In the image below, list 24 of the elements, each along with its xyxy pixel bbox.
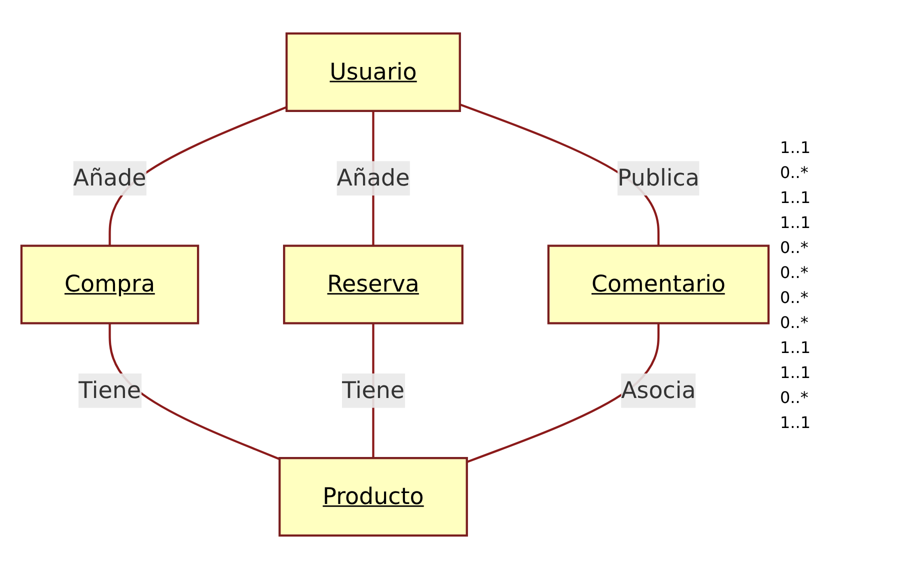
multiplicity-label: 0..*: [780, 288, 810, 306]
edge-label: Añade: [73, 164, 146, 192]
edge-label: Tiene: [342, 376, 404, 404]
edge-label: Tiene: [78, 376, 142, 404]
multiplicity-label: 0..*: [780, 262, 810, 282]
node-box: Comentario: [547, 244, 770, 324]
multiplicity-label: 1..1: [780, 138, 812, 156]
node-box: Producto: [278, 457, 468, 537]
node-box: Reserva: [283, 244, 464, 324]
edge-label: Añade: [336, 164, 410, 192]
node-box: Compra: [20, 244, 200, 324]
multiplicity-label: 1..1: [780, 188, 812, 206]
multiplicity-label: 1..1: [780, 412, 812, 432]
multiplicity-label: 0..*: [780, 312, 810, 332]
edge-label: Publica: [617, 164, 700, 192]
multiplicity-label: 0..*: [780, 238, 810, 256]
multiplicity-label: 1..1: [780, 338, 812, 356]
node-box: Usuario: [286, 32, 461, 112]
edge-label: Asocia: [621, 376, 696, 404]
connector: [108, 323, 280, 460]
multiplicity-label: 0..*: [780, 388, 810, 406]
multiplicity-label: 1..1: [780, 212, 812, 232]
multiplicity-label: 1..1: [780, 362, 812, 382]
multiplicity-label: 0..*: [780, 162, 810, 182]
